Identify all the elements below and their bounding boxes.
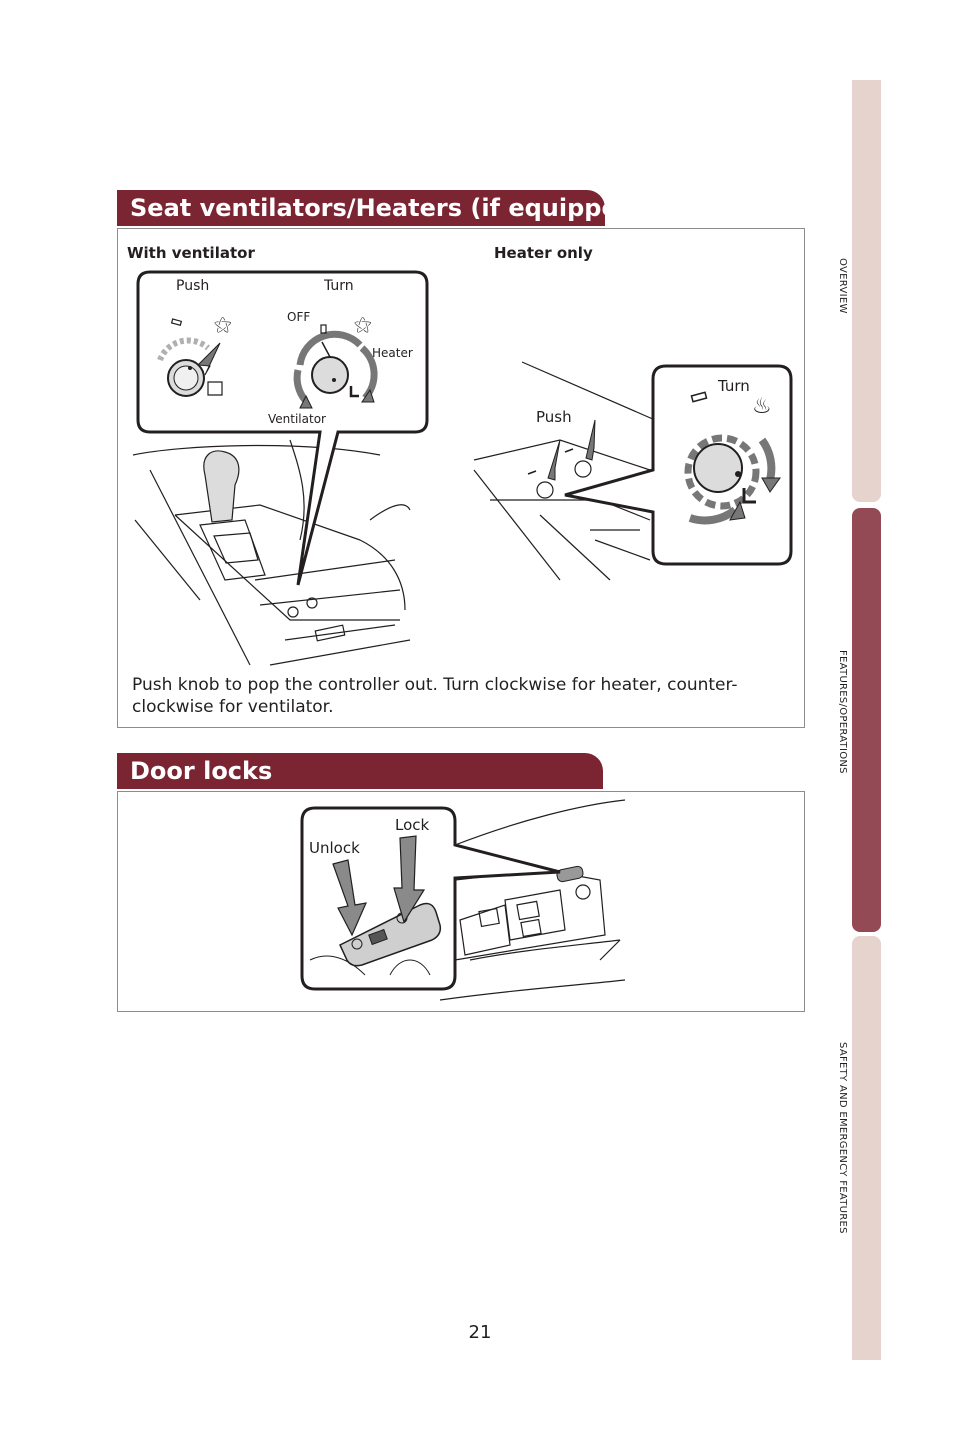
tab-features-operations[interactable]: [852, 508, 881, 932]
tab-safety-emergency[interactable]: [852, 936, 881, 1360]
door-locks-title: Door locks: [117, 753, 603, 789]
heater-only-caption: Heater only: [494, 244, 593, 262]
seat-section-title: Seat ventilators/Heaters (if equipped): [117, 190, 646, 226]
door-lock-panel: [117, 791, 805, 1012]
tab-features-label: FEATURES/OPERATIONS: [837, 650, 848, 774]
off-label: OFF: [287, 310, 311, 324]
lock-label: Lock: [395, 816, 430, 834]
right-turn-label: Turn: [718, 377, 750, 395]
left-push-label: Push: [176, 278, 210, 294]
with-ventilator-caption: With ventilator: [127, 244, 255, 262]
tab-safety-label: SAFETY AND EMERGENCY FEATURES: [837, 1042, 848, 1234]
seat-description: Push knob to pop the controller out. Tur…: [132, 675, 738, 717]
right-push-label: Push: [536, 408, 572, 426]
heated-seat-icon: ♨: [752, 394, 772, 419]
page-number: 21: [468, 1322, 492, 1343]
fan-seat-icon-left: ⚝: [214, 314, 232, 335]
ventilator-label: Ventilator: [268, 412, 326, 426]
tab-overview-label: OVERVIEW: [837, 258, 848, 314]
left-turn-label: Turn: [324, 278, 354, 294]
tab-overview[interactable]: [852, 80, 881, 502]
unlock-label: Unlock: [309, 839, 360, 857]
heater-label: Heater: [372, 346, 413, 360]
fan-seat-icon-right: ⚝: [354, 314, 372, 335]
